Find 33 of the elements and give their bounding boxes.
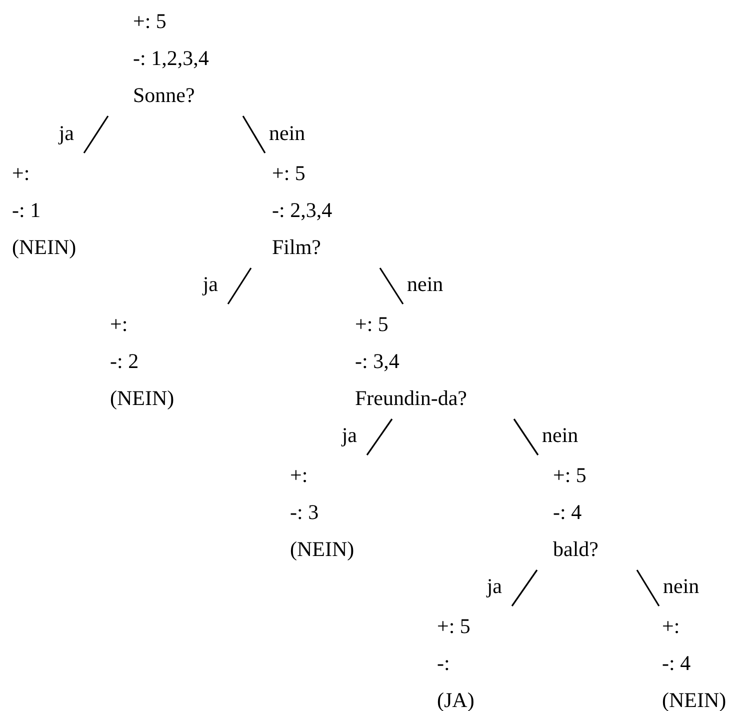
branch-line <box>83 116 109 154</box>
node-text: (NEIN) <box>12 234 76 261</box>
node-text: -: 3,4 <box>355 348 400 375</box>
node-text: +: 5 <box>272 160 306 187</box>
node-text: Film? <box>272 234 322 261</box>
node-text: (NEIN) <box>290 536 354 563</box>
node-text: -: 4 <box>553 499 583 526</box>
node-text: +: <box>662 613 681 640</box>
node-text: +: 5 <box>355 311 390 338</box>
node-text: +: 5 <box>553 462 588 489</box>
node-text: +: <box>12 160 31 187</box>
branch-line <box>227 268 252 304</box>
node-text: -: <box>437 650 451 677</box>
node-text: -: 3 <box>290 499 320 526</box>
node-text: +: <box>110 311 129 338</box>
node-text: -: 2 <box>110 348 140 375</box>
node-text: -: 1 <box>12 197 42 224</box>
node-text: -: 4 <box>662 650 692 677</box>
branch-line <box>366 418 393 456</box>
branch-line <box>636 570 660 606</box>
branch-line <box>511 570 538 606</box>
branch-line <box>242 116 266 154</box>
node-text: Sonne? <box>133 82 196 109</box>
node-text: Freundin-da? <box>355 385 467 412</box>
node-text: +: 5 <box>437 613 472 640</box>
node-text: bald? <box>553 536 598 563</box>
node-text: (NEIN) <box>110 385 174 412</box>
node-text: -: 1,2,3,4 <box>133 45 209 72</box>
branch-line <box>513 418 539 456</box>
node-text: +: <box>290 462 309 489</box>
node-text: +: 5 <box>133 8 168 35</box>
node-text: -: 2,3,4 <box>272 197 332 224</box>
branch-line <box>379 268 404 304</box>
